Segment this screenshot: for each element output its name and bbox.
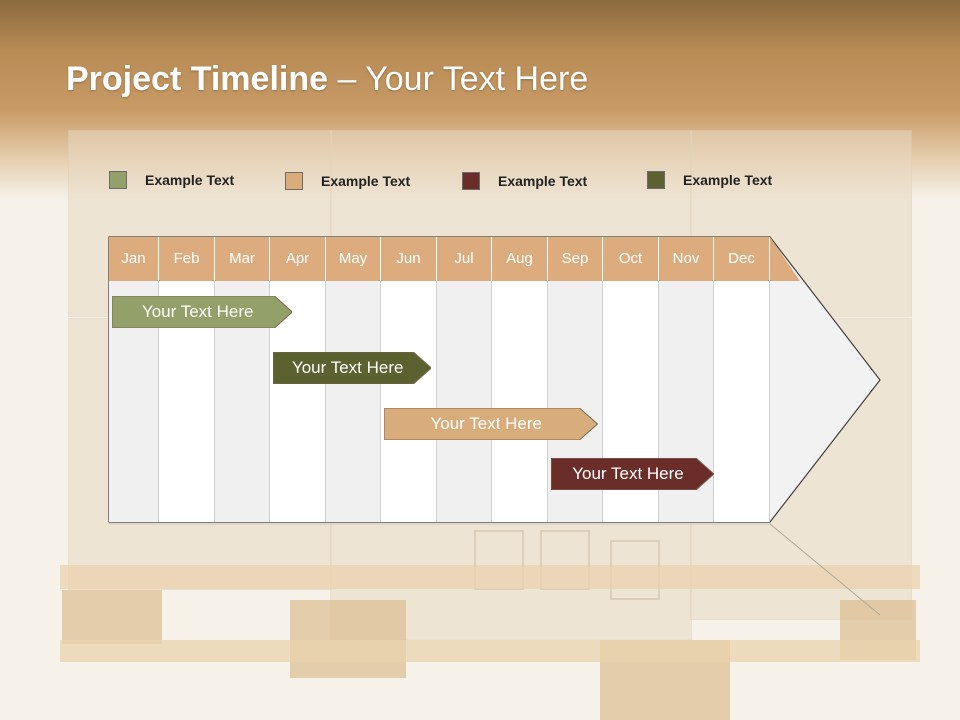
title-rest: – Your Text Here — [328, 60, 589, 98]
legend-swatch — [109, 171, 127, 189]
legend-item: Example Text — [647, 171, 772, 189]
task-arrow-shape — [273, 352, 432, 384]
legend-label: Example Text — [145, 172, 235, 188]
legend-label: Example Text — [321, 173, 411, 189]
task-label: Your Text Here — [141, 302, 254, 321]
legend-label: Example Text — [498, 173, 588, 189]
task-arrow-shape — [551, 458, 714, 490]
task-bar[interactable]: Your Text Here — [112, 296, 293, 328]
month-header-apr: Apr — [270, 237, 326, 281]
fragile-icon — [540, 530, 590, 590]
task-bar[interactable]: Your Text Here — [384, 408, 598, 440]
pallet-board — [60, 565, 920, 589]
task-label: Your Text Here — [572, 464, 684, 483]
title-bold: Project Timeline — [66, 60, 329, 98]
month-column — [381, 281, 437, 522]
legend-item: Example Text — [109, 171, 234, 189]
legend-swatch — [462, 172, 480, 190]
task-label: Your Text Here — [291, 358, 404, 377]
month-header-dec: Dec — [714, 237, 770, 281]
month-header-jan: Jan — [109, 237, 159, 281]
month-header-sep: Sep — [548, 237, 603, 281]
legend-label: Example Text — [683, 172, 773, 188]
legend-swatch — [647, 171, 665, 189]
month-header-jun: Jun — [381, 237, 437, 281]
month-column — [492, 281, 548, 522]
task-bar[interactable]: Your Text Here — [551, 458, 714, 490]
month-header-may: May — [326, 237, 381, 281]
umbrella-icon — [474, 530, 524, 590]
legend-item: Example Text — [285, 172, 410, 190]
task-arrow-shape — [112, 296, 293, 328]
page-title: Project Timeline – Your Text Here — [66, 60, 588, 99]
legend-swatch — [285, 172, 303, 190]
task-bar[interactable]: Your Text Here — [273, 352, 432, 384]
month-header-nov: Nov — [659, 237, 714, 281]
month-column — [437, 281, 492, 522]
pallet-block — [62, 590, 162, 644]
month-column — [326, 281, 381, 522]
task-arrow-shape — [384, 408, 598, 440]
month-header-mar: Mar — [215, 237, 270, 281]
month-column — [714, 281, 770, 522]
month-header-feb: Feb — [159, 237, 215, 281]
legend-item: Example Text — [462, 172, 587, 190]
month-header-jul: Jul — [437, 237, 492, 281]
month-header-oct: Oct — [603, 237, 659, 281]
task-label: Your Text Here — [430, 414, 542, 433]
pallet-board — [60, 640, 920, 662]
month-header-aug: Aug — [492, 237, 548, 281]
pallet-block — [290, 600, 406, 678]
